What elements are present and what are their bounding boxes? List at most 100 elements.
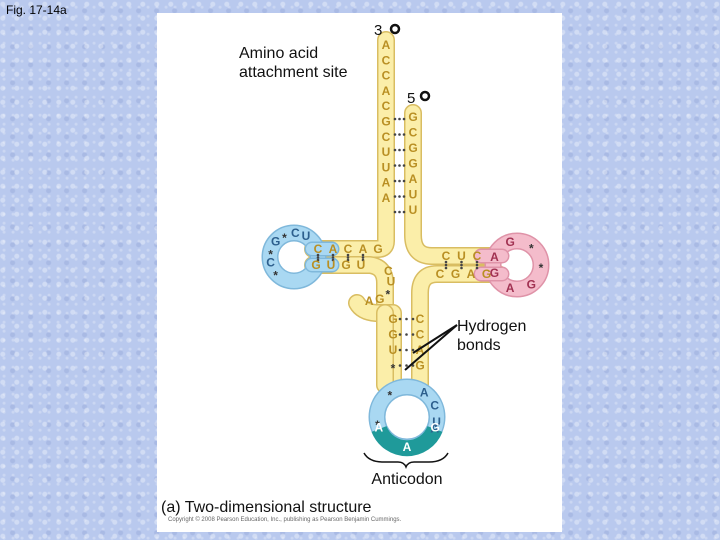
d-stem-outer-base: A xyxy=(359,242,368,256)
acceptor-5-base: C xyxy=(409,126,418,140)
t-stem-bond xyxy=(475,266,479,270)
right-stem-ribbon xyxy=(412,266,506,393)
t-stem-bond xyxy=(475,260,479,264)
d-stem-bond xyxy=(331,253,335,257)
acceptor-5-base: G xyxy=(408,141,417,155)
t-stem-bond xyxy=(460,266,463,270)
hbond-line: bonds xyxy=(457,337,501,354)
anticodon-stem-bond xyxy=(405,364,408,367)
anticodon-base: A xyxy=(374,420,383,434)
d-stem-inner-base: U xyxy=(327,258,336,272)
anticodon-loop-left-base: A xyxy=(430,421,439,435)
anticodon-stem-bond xyxy=(398,333,402,336)
five-prime-ring xyxy=(419,90,431,102)
d-stem-bond xyxy=(346,258,350,262)
anticodon-stem-left-base: G xyxy=(388,328,397,342)
d-stem-bond xyxy=(316,256,320,259)
t-loop-base: A xyxy=(490,250,499,264)
t-stem-bond xyxy=(460,260,463,264)
d-loop-base: * xyxy=(282,231,287,245)
anticodon-stem-right-base: A xyxy=(416,343,425,357)
ribbons xyxy=(261,31,550,457)
anticodon-stem-bond xyxy=(398,317,402,321)
base-pair-bonds xyxy=(316,117,479,367)
acceptor-bond xyxy=(402,179,406,183)
anticodon-loop-right-base: U xyxy=(432,415,441,429)
anticodon-stem-right-base: G xyxy=(415,359,424,373)
three-prime-label: 3 xyxy=(374,22,382,39)
acceptor-5-base: A xyxy=(409,172,418,186)
acceptor-5-base: G xyxy=(408,110,417,124)
d-loop-base: G xyxy=(271,235,280,249)
acceptor-3-base: U xyxy=(382,145,391,159)
t-stem-inner-base: G xyxy=(482,267,491,281)
acceptor-3-base: C xyxy=(382,130,391,144)
t-stem-outer-base: U xyxy=(457,249,466,263)
anticodon-band xyxy=(371,425,443,457)
acceptor-bond xyxy=(393,179,397,183)
variable-loop-base: * xyxy=(386,288,391,302)
d-loop-base: * xyxy=(273,268,278,282)
d-stem-bond xyxy=(316,258,320,262)
d-loop-base: C xyxy=(291,226,300,240)
acceptor-3-base: C xyxy=(382,53,391,67)
anticodon-stem-bond xyxy=(398,348,402,352)
d-stem-outer-base: G xyxy=(373,242,382,256)
anticodon-stem-right-base: C xyxy=(416,328,425,342)
hbond-line: Hydrogen xyxy=(457,318,526,335)
acceptor-3-base: A xyxy=(382,176,391,190)
acceptor-3-base: A xyxy=(382,38,391,52)
t-stem-bond xyxy=(444,263,448,267)
t-loop-base: A xyxy=(506,281,515,295)
acceptor-3-base: C xyxy=(382,69,391,83)
acceptor-bond xyxy=(398,195,401,198)
acceptor-bond xyxy=(398,148,401,152)
d-stem-bond xyxy=(331,256,335,259)
acceptor-bond xyxy=(393,148,397,152)
anticodon-stem-bond xyxy=(398,364,402,367)
acceptor-bond xyxy=(398,117,401,121)
t-loop-base: G xyxy=(490,266,499,280)
acceptor-bond xyxy=(393,117,397,121)
acceptor-3-base: G xyxy=(381,115,390,129)
anticodon-label: Anticodon xyxy=(371,471,442,488)
anticodon-loop-right-base: C xyxy=(430,399,439,413)
acceptor-bond xyxy=(402,117,406,121)
anticodon-loop-left-base: * xyxy=(387,388,392,402)
variable-loop-base: G xyxy=(375,292,384,306)
acceptor-3-base: U xyxy=(382,160,391,174)
t-loop-base: G xyxy=(505,235,514,249)
acceptor-bond xyxy=(398,179,401,183)
anticodon-stem-left-base: U xyxy=(389,343,398,357)
anticodon-t-loop xyxy=(486,234,548,296)
acceptor-3-ribbon xyxy=(305,32,394,257)
hydrogen-bonds-pointer-2 xyxy=(404,324,458,371)
d-loop-base: C xyxy=(266,256,275,270)
anticodon-stem-bond xyxy=(411,348,415,352)
d-loop-neck xyxy=(306,243,338,271)
acceptor-bond xyxy=(398,133,401,136)
d-stem-bond xyxy=(346,253,350,257)
acceptor-bond xyxy=(402,210,406,214)
t-loop-base: * xyxy=(529,242,534,256)
t-stem-bond xyxy=(444,260,448,264)
t-stem-bond xyxy=(460,263,463,267)
d-stem-outer-base: C xyxy=(344,242,353,256)
t-stem-bond xyxy=(444,266,448,270)
anticodon-stem-bond xyxy=(411,333,415,336)
t-loop-base: * xyxy=(539,261,544,275)
d-stem-inner-base: G xyxy=(311,258,320,272)
d-stem-bond xyxy=(346,256,350,259)
t-stem-bond xyxy=(475,263,479,267)
anticodon-stem-bond xyxy=(405,317,408,321)
caption: (a) Two-dimensional structure xyxy=(161,499,372,516)
acceptor-bond xyxy=(402,195,406,198)
acceptor-bond xyxy=(393,195,397,198)
acceptor-5-ribbon xyxy=(405,105,499,264)
t-stem-inner-base: A xyxy=(467,267,476,281)
acceptor-bond xyxy=(398,164,401,167)
acceptor-5-base: U xyxy=(409,188,418,202)
